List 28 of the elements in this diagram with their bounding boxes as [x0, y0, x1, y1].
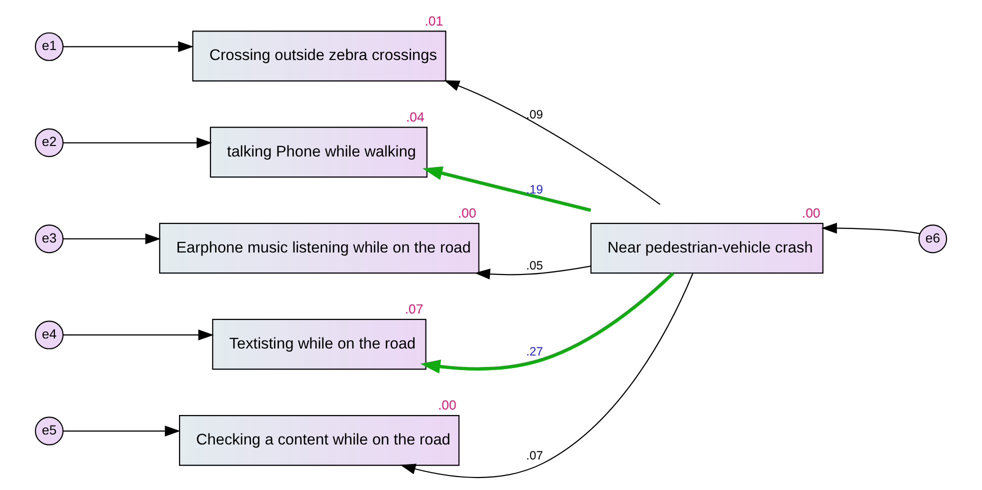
arrow [63, 137, 212, 148]
arrow [63, 330, 214, 340]
node-circle: e6 [918, 224, 948, 254]
arrow [63, 233, 161, 244]
arrow [821, 222, 920, 234]
edge-label: .05 [526, 258, 544, 273]
node-label: .00 [438, 398, 456, 413]
node-circle: e4 [34, 320, 64, 350]
arrow [63, 41, 194, 52]
edge-label: .19 [526, 182, 544, 196]
node-label: .00 [802, 205, 820, 220]
arrow [474, 266, 591, 280]
edge-label: .27 [526, 344, 544, 359]
node-circle: e2 [34, 128, 64, 158]
arrow [422, 166, 592, 212]
node-circle: e1 [34, 32, 64, 62]
node-label: .00 [458, 205, 476, 220]
node-label: .01 [424, 13, 444, 28]
node-circle: e3 [34, 224, 64, 254]
arrow [63, 426, 180, 436]
arrow [444, 80, 660, 205]
arrow [400, 273, 694, 478]
edge-label: .09 [526, 107, 544, 122]
edge-label: .07 [526, 448, 544, 463]
node-label: .04 [406, 109, 424, 124]
node-circle: e5 [34, 416, 64, 446]
node-label: .07 [404, 302, 424, 317]
arrow [420, 272, 674, 374]
